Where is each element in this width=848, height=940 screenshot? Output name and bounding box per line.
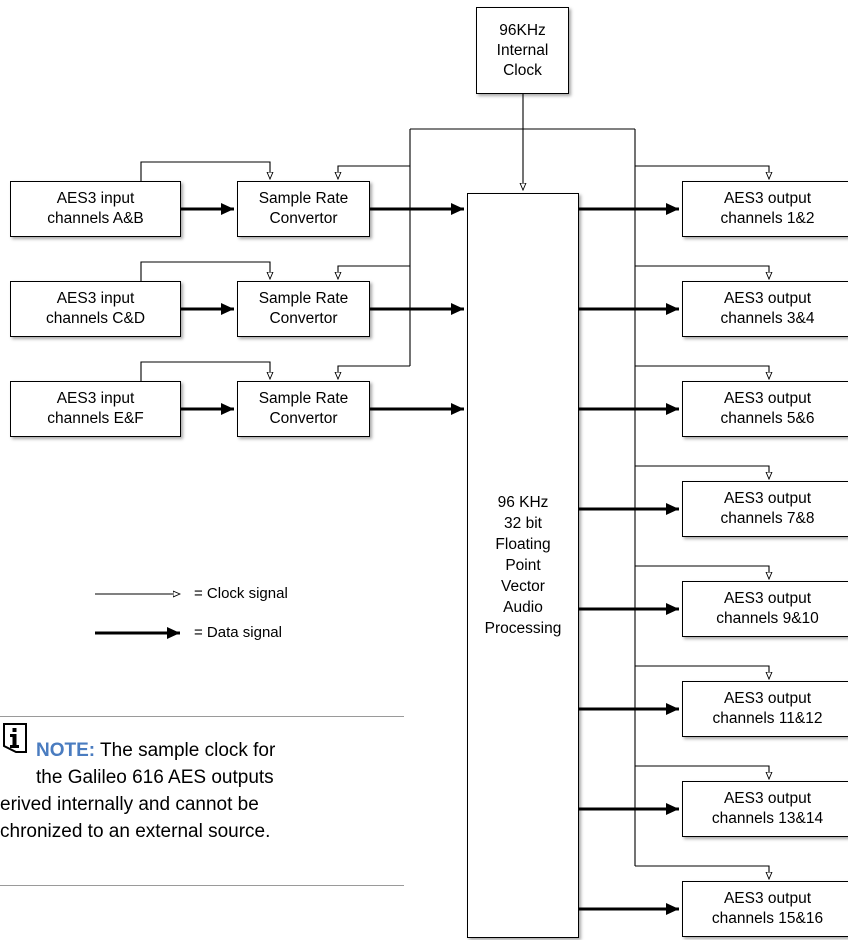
- note-label: NOTE:: [36, 740, 96, 761]
- processor-line: 32 bit: [504, 515, 542, 532]
- note-text: The sample clock for: [95, 740, 276, 761]
- aes3-output-box: AES3 output channels 13&14: [682, 781, 848, 837]
- clock-line: Clock: [503, 61, 542, 79]
- output-line: AES3 output: [723, 390, 812, 407]
- aes3-output-box: AES3 output channels 11&12: [682, 681, 848, 737]
- processor-line: Floating: [495, 536, 551, 553]
- sample-rate-convertor-box: Sample Rate Convertor: [237, 381, 370, 437]
- clock-line: 96KHz: [499, 21, 546, 39]
- clock-wire: [635, 665, 769, 679]
- aes3-input-box: AES3 input channels A&B: [10, 181, 181, 237]
- output-line: channels 9&10: [716, 610, 819, 627]
- clock-wire: [635, 165, 769, 179]
- output-line: channels 3&4: [720, 310, 815, 327]
- legend-data-label: = Data signal: [194, 624, 282, 641]
- output-line: channels 13&14: [711, 810, 824, 827]
- input-line: channels C&D: [45, 310, 146, 327]
- processor-line: Point: [505, 557, 541, 574]
- output-line: AES3 output: [723, 190, 812, 207]
- note-line-4: chronized to an external source.: [0, 821, 271, 842]
- src-line: Convertor: [269, 210, 338, 227]
- input-line: channels E&F: [47, 410, 144, 427]
- clock-line: Internal: [496, 41, 549, 59]
- clock-wire: [635, 365, 769, 379]
- clock-wire: [140, 361, 270, 381]
- src-line: Sample Rate: [258, 290, 349, 307]
- aes3-output-box: AES3 output channels 1&2: [682, 181, 848, 237]
- note-line-2: the Galileo 616 AES outputs: [36, 767, 274, 788]
- output-line: channels 5&6: [720, 410, 815, 427]
- aes3-output-box: AES3 output channels 7&8: [682, 481, 848, 537]
- processor-line: Vector: [501, 578, 545, 595]
- output-line: channels 11&12: [712, 710, 823, 727]
- input-line: channels A&B: [47, 210, 144, 227]
- output-line: AES3 output: [723, 890, 812, 907]
- clock-wire: [140, 261, 270, 281]
- note-top-rule: [0, 716, 404, 717]
- clock-wire: [635, 265, 769, 279]
- note-line-3: erived internally and cannot be: [0, 794, 259, 815]
- internal-clock-box: 96KHz Internal Clock: [476, 7, 569, 94]
- output-line: AES3 output: [723, 290, 812, 307]
- processor-box: 96 KHz 32 bit Floating Point Vector Audi…: [467, 193, 579, 938]
- aes3-input-box: AES3 input channels E&F: [10, 381, 181, 437]
- processor-line: Audio: [503, 599, 543, 616]
- clock-wire: [140, 161, 270, 181]
- aes3-input-box: AES3 input channels C&D: [10, 281, 181, 337]
- src-line: Sample Rate: [258, 190, 349, 207]
- input-line: AES3 input: [56, 290, 135, 307]
- output-line: channels 15&16: [711, 910, 824, 927]
- info-icon: [3, 723, 27, 753]
- output-line: AES3 output: [723, 490, 812, 507]
- clock-wire: [635, 865, 769, 879]
- output-line: AES3 output: [723, 690, 812, 707]
- input-line: AES3 input: [56, 390, 135, 407]
- processor-line: Processing: [484, 620, 562, 637]
- output-line: channels 1&2: [720, 210, 815, 227]
- src-line: Convertor: [269, 310, 338, 327]
- clock-wire: [635, 765, 769, 779]
- clock-wire: [338, 265, 410, 279]
- aes3-output-box: AES3 output channels 5&6: [682, 381, 848, 437]
- output-line: AES3 output: [723, 790, 812, 807]
- clock-wire: [338, 165, 410, 179]
- output-line: AES3 output: [723, 590, 812, 607]
- output-line: channels 7&8: [720, 510, 815, 527]
- aes3-output-box: AES3 output channels 15&16: [682, 881, 848, 937]
- processor-line: 96 KHz: [497, 494, 549, 511]
- clock-wire: [635, 465, 769, 479]
- aes3-output-box: AES3 output channels 3&4: [682, 281, 848, 337]
- note-line-1: NOTE: The sample clock for: [36, 738, 275, 764]
- note-bottom-rule: [0, 885, 404, 886]
- sample-rate-convertor-box: Sample Rate Convertor: [237, 281, 370, 337]
- src-line: Convertor: [269, 410, 338, 427]
- aes3-output-box: AES3 output channels 9&10: [682, 581, 848, 637]
- input-line: AES3 input: [56, 190, 135, 207]
- legend-clock-label: = Clock signal: [194, 585, 288, 602]
- clock-wire: [338, 365, 410, 379]
- src-line: Sample Rate: [258, 390, 349, 407]
- sample-rate-convertor-box: Sample Rate Convertor: [237, 181, 370, 237]
- clock-wire: [635, 565, 769, 579]
